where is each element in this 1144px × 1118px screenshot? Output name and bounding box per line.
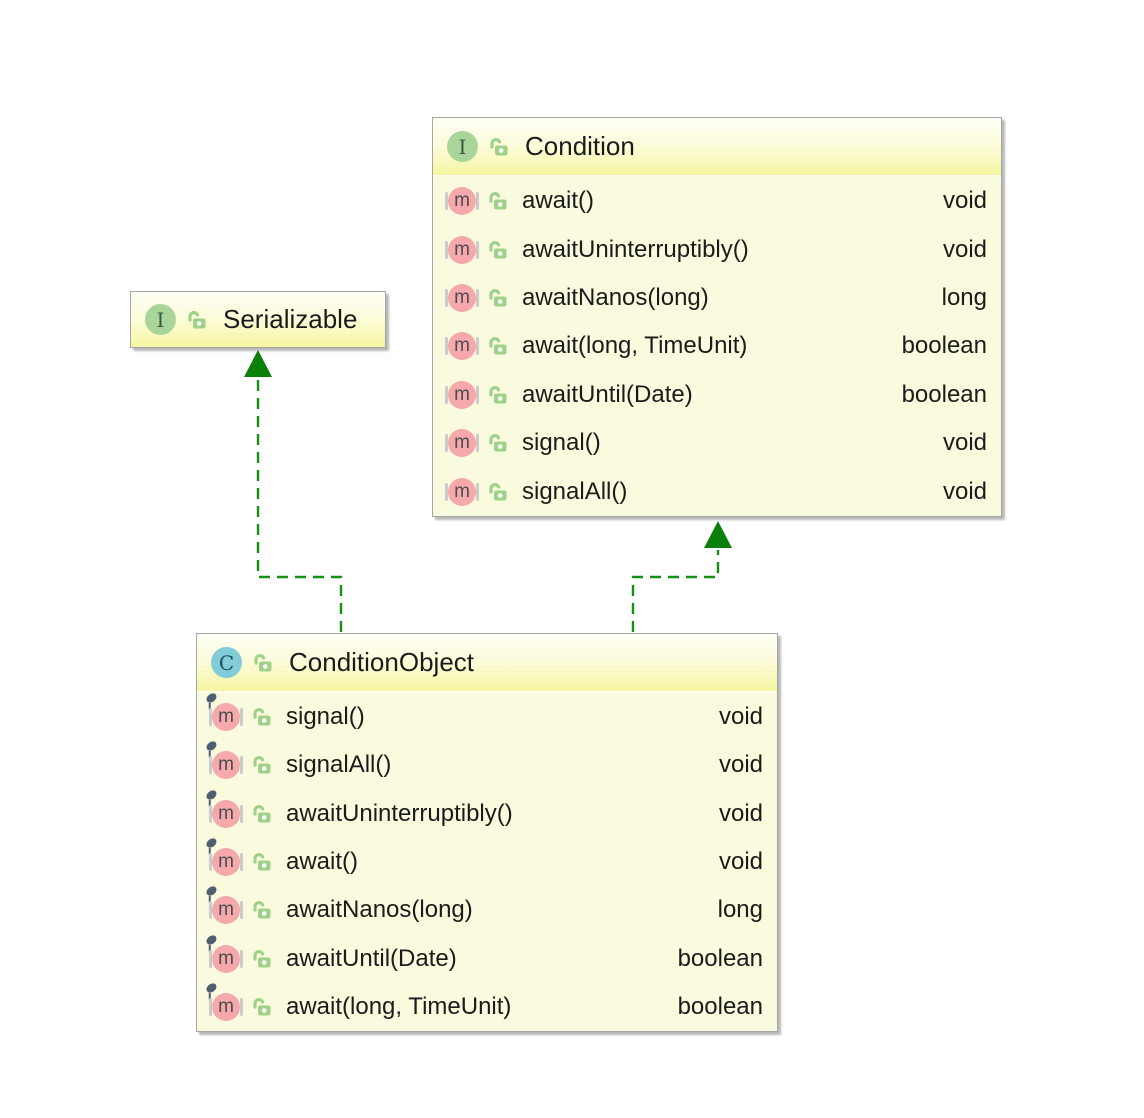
implements-arrowhead-serializable [244, 350, 272, 377]
implements-arrowhead-condition [704, 521, 732, 548]
method-row[interactable]: m awaitUntil(Date) boolean [433, 371, 1001, 419]
method-name: awaitUntil(Date) [522, 380, 693, 408]
public-lock-icon [251, 754, 273, 776]
method-row[interactable]: m signalAll() void [433, 468, 1001, 516]
method-return-type: long [941, 284, 987, 312]
method-icon: m [445, 428, 479, 458]
override-pin-icon [204, 981, 219, 995]
method-icon-override: m [204, 933, 243, 974]
method-name: await() [286, 847, 359, 875]
method-return-type: void [718, 847, 763, 875]
method-list: m signal() void m signalAll() void m awa… [197, 691, 777, 1031]
public-lock-icon [251, 706, 273, 728]
override-pin-icon [204, 884, 219, 898]
class-header-conditionobject[interactable]: C ConditionObject [197, 634, 777, 693]
public-lock-icon [251, 851, 273, 873]
method-row[interactable]: m awaitUninterruptibly() void [197, 788, 777, 838]
method-icon-override: m [204, 691, 243, 732]
override-pin-icon [204, 691, 219, 705]
method-return-type: void [942, 477, 987, 505]
method-return-type: void [942, 187, 987, 215]
class-title: ConditionObject [289, 647, 474, 677]
method-name: awaitUninterruptibly() [286, 799, 513, 827]
method-icon: m [445, 331, 479, 361]
class-header-condition[interactable]: I Condition [433, 118, 1001, 177]
public-lock-icon [487, 335, 509, 357]
implements-edge-condition [631, 550, 720, 632]
method-icon-override: m [204, 884, 243, 925]
method-icon: m [445, 235, 479, 265]
method-icon: m [445, 283, 479, 313]
public-lock-icon [487, 432, 509, 454]
method-return-type: void [718, 751, 763, 779]
class-node-conditionobject[interactable]: C ConditionObject m signal() void m sign… [196, 633, 778, 1032]
method-row[interactable]: m signalAll() void [197, 739, 777, 789]
method-name: await() [522, 187, 595, 215]
interface-icon: I [145, 304, 176, 335]
method-return-type: boolean [677, 992, 763, 1020]
public-lock-icon [251, 996, 273, 1018]
public-lock-icon [487, 190, 509, 212]
method-name: awaitNanos(long) [522, 284, 709, 312]
method-row[interactable]: m awaitUntil(Date) boolean [197, 933, 777, 982]
implements-edge-serializable [256, 378, 343, 632]
method-icon: m [445, 186, 479, 216]
method-return-type: void [718, 703, 763, 731]
public-lock-icon [251, 948, 273, 970]
method-return-type: boolean [677, 944, 763, 972]
method-row[interactable]: m signal() void [197, 691, 777, 741]
class-title: Serializable [223, 304, 358, 334]
method-return-type: void [942, 235, 987, 263]
method-name: signal() [522, 429, 601, 457]
class-icon: C [211, 647, 242, 678]
class-node-condition[interactable]: I Condition m await() void m awaitUninte… [432, 117, 1002, 517]
method-return-type: boolean [901, 380, 987, 408]
method-row[interactable]: m await(long, TimeUnit) boolean [197, 981, 777, 1031]
method-icon-override: m [204, 981, 243, 1022]
method-return-type: void [718, 799, 763, 827]
method-row[interactable]: m await() void [197, 836, 777, 886]
method-icon: m [445, 380, 479, 410]
public-lock-icon [488, 136, 510, 158]
public-lock-icon [251, 899, 273, 921]
class-title: Condition [525, 131, 635, 161]
method-icon-override: m [204, 836, 243, 877]
method-return-type: long [717, 896, 763, 924]
public-lock-icon [487, 287, 509, 309]
method-icon: m [445, 477, 479, 507]
override-pin-icon [204, 933, 219, 947]
public-lock-icon [487, 384, 509, 406]
public-lock-icon [487, 481, 509, 503]
method-name: awaitUntil(Date) [286, 944, 457, 972]
method-name: signalAll() [286, 751, 392, 779]
public-lock-icon [251, 803, 273, 825]
override-pin-icon [204, 739, 219, 753]
method-name: signal() [286, 703, 365, 731]
method-name: awaitNanos(long) [286, 896, 473, 924]
override-pin-icon [204, 836, 219, 850]
class-header-serializable[interactable]: I Serializable [131, 292, 385, 347]
method-row[interactable]: m await(long, TimeUnit) boolean [433, 322, 1001, 370]
method-return-type: boolean [901, 332, 987, 360]
public-lock-icon [252, 652, 274, 674]
method-row[interactable]: m signal() void [433, 419, 1001, 467]
method-name: awaitUninterruptibly() [522, 235, 749, 263]
class-node-serializable[interactable]: I Serializable [130, 291, 386, 348]
method-name: await(long, TimeUnit) [286, 992, 512, 1020]
method-list: m await() void m awaitUninterruptibly() … [433, 177, 1001, 516]
method-name: signalAll() [522, 477, 628, 505]
method-icon-override: m [204, 739, 243, 780]
public-lock-icon [186, 309, 208, 331]
interface-icon: I [447, 131, 478, 162]
method-name: await(long, TimeUnit) [522, 332, 748, 360]
method-row[interactable]: m awaitNanos(long) long [433, 274, 1001, 322]
method-row[interactable]: m awaitNanos(long) long [197, 884, 777, 934]
method-row[interactable]: m await() void [433, 177, 1001, 225]
method-icon-override: m [204, 788, 243, 829]
method-row[interactable]: m awaitUninterruptibly() void [433, 225, 1001, 273]
public-lock-icon [487, 239, 509, 261]
override-pin-icon [204, 788, 219, 802]
method-return-type: void [942, 429, 987, 457]
